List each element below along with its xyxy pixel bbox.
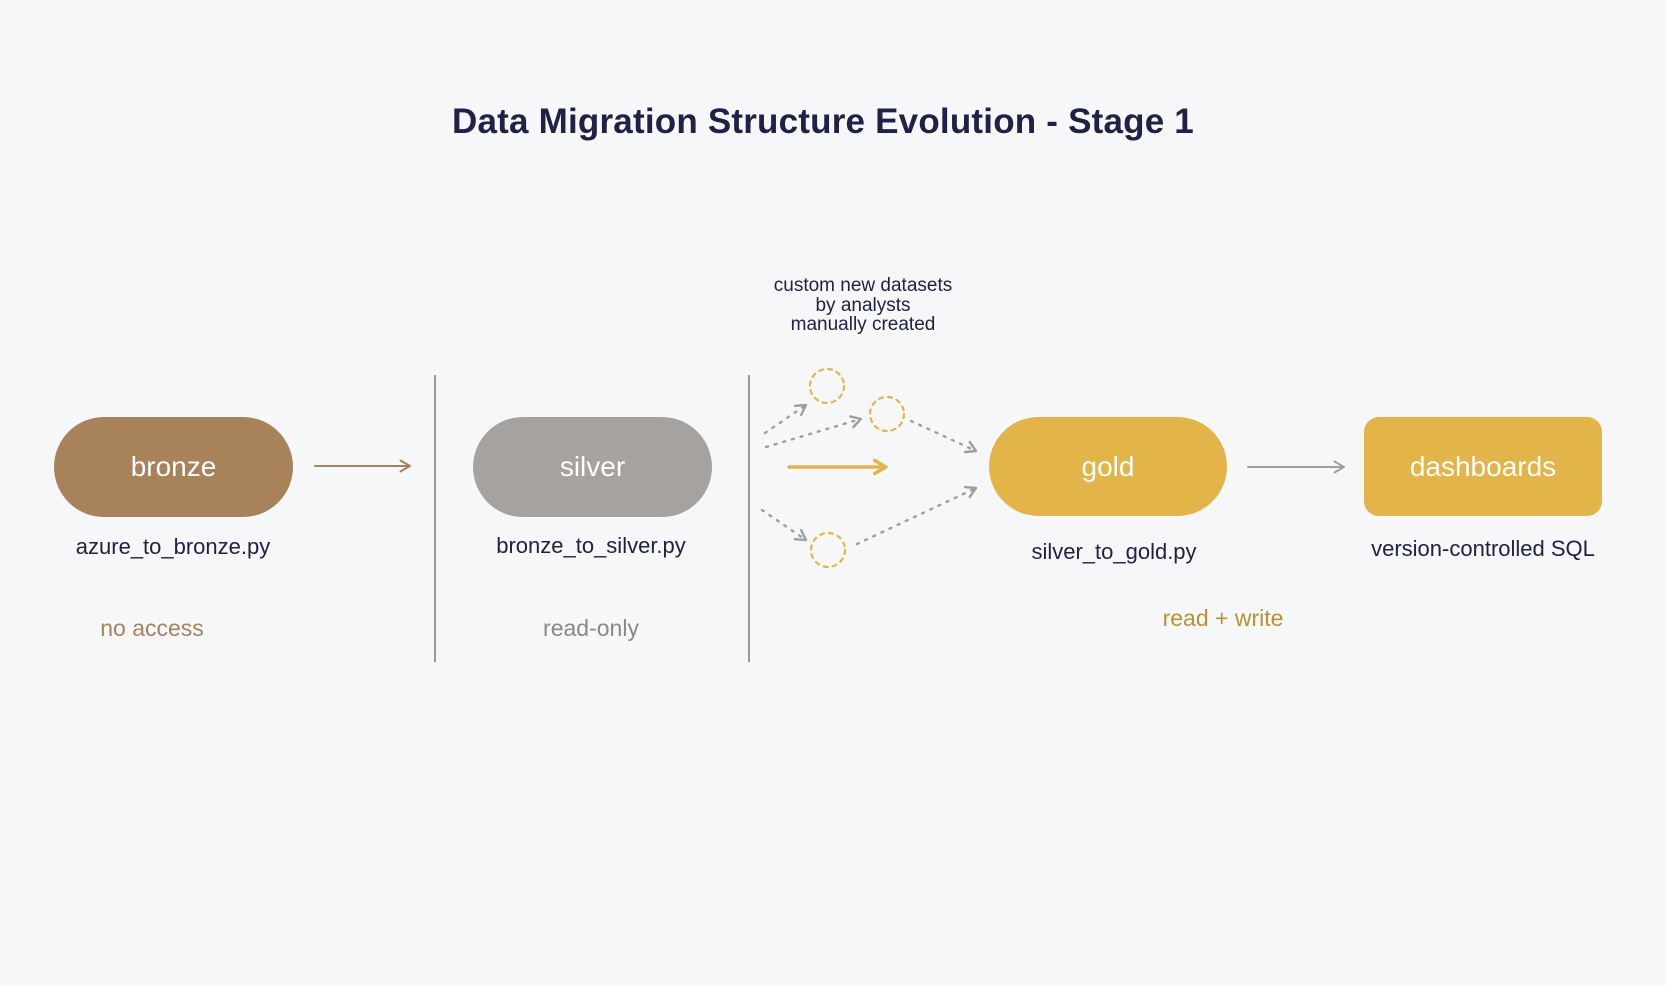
node-bronze: bronze xyxy=(54,417,293,517)
placeholder-dataset-circle xyxy=(868,395,906,433)
manual-flow-arrow-shaft xyxy=(855,488,975,546)
manual-flow-arrow-shaft xyxy=(764,418,860,449)
silver-to-gold-flow-arrow-head xyxy=(872,458,888,476)
bronze-to-silver-arrow-head xyxy=(399,459,411,473)
placeholder-dataset-circle xyxy=(809,531,847,569)
manual-flow-arrow-head xyxy=(963,440,978,454)
node-dashboards-label: dashboards xyxy=(1409,450,1557,482)
access-label-no-access: no access xyxy=(100,615,204,641)
manual-flow-arrow-head xyxy=(793,403,808,417)
placeholder-dataset-circle xyxy=(808,367,846,405)
access-label-read-only: read-only xyxy=(543,615,639,641)
manual-flow-arrow-head xyxy=(849,415,863,429)
node-silver: silver xyxy=(473,417,712,517)
gold-to-dashboards-arrow-head xyxy=(1333,460,1345,474)
manual-flow-arrow-shaft xyxy=(763,405,805,435)
node-silver-label: silver xyxy=(559,451,626,482)
annotation-custom-datasets: custom new datasets by analysts manually… xyxy=(773,275,953,335)
page-title: Data Migration Structure Evolution - Sta… xyxy=(452,102,1194,141)
manual-flow-arrow-shaft xyxy=(760,508,805,540)
access-label-read-write: read + write xyxy=(1162,605,1284,631)
manual-flow-arrow-head xyxy=(793,528,808,542)
manual-flow-arrow-shaft xyxy=(909,419,975,451)
node-dashboards: dashboards xyxy=(1364,417,1602,516)
manual-flow-arrow-head xyxy=(963,485,978,499)
label-version-controlled-sql: version-controlled SQL xyxy=(1371,536,1595,561)
script-label-bronze-to-silver: bronze_to_silver.py xyxy=(496,533,686,558)
node-gold: gold xyxy=(989,417,1227,516)
node-bronze-label: bronze xyxy=(130,451,217,482)
node-gold-label: gold xyxy=(1081,450,1135,482)
script-label-azure-to-bronze: azure_to_bronze.py xyxy=(75,534,271,559)
script-label-silver-to-gold: silver_to_gold.py xyxy=(1031,539,1197,564)
